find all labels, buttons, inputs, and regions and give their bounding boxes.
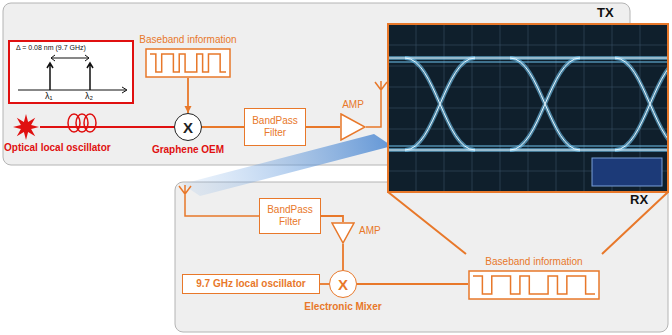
node-label: BandPass Filter xyxy=(264,204,316,228)
panel: TX Δ = 0.08 nm (9.7 GHz) λ₁ λ₂ Baseband info… xyxy=(3,3,630,165)
photo-frame xyxy=(388,24,668,192)
connector xyxy=(40,127,174,128)
rx-panel-ground xyxy=(175,182,668,332)
connector xyxy=(357,284,468,285)
node-label: RX xyxy=(630,193,648,208)
waveform-box: Baseband information xyxy=(138,34,238,78)
scope-info-box xyxy=(592,158,662,186)
node-label: X xyxy=(338,277,348,292)
amplifier-triangle xyxy=(332,223,354,243)
node-label: BandPass Filter xyxy=(249,115,301,139)
connector-line xyxy=(357,283,468,285)
frequency-axis xyxy=(18,87,127,93)
scope-screen xyxy=(388,24,668,192)
panel: RX BandPass FilterAMP 9.7 GHz local oscill… xyxy=(175,182,668,332)
node-label: AMP xyxy=(359,225,381,237)
eye-levels xyxy=(389,62,667,146)
node-art xyxy=(331,222,355,244)
process-box: BandPass Filter xyxy=(259,198,321,234)
node-label: Electronic Mixer xyxy=(304,301,381,313)
connector-line xyxy=(306,126,340,128)
connector-line xyxy=(40,126,174,128)
fiber-loop xyxy=(84,114,96,132)
node-label: Optical local oscillator xyxy=(4,142,111,154)
node-art xyxy=(468,270,600,300)
connector-line xyxy=(320,283,329,285)
connector xyxy=(321,216,343,222)
fiber-coil xyxy=(68,114,96,132)
scope-grid xyxy=(389,25,667,191)
amplifier-triangle xyxy=(341,114,365,140)
zoom-bracket xyxy=(388,192,668,254)
node-art xyxy=(12,113,40,141)
scope-traces xyxy=(389,25,667,191)
connector xyxy=(320,284,329,285)
eye-transitions xyxy=(405,58,667,150)
node-label: Baseband information xyxy=(139,34,236,46)
amplifier-symbol: AMP xyxy=(331,222,355,244)
mixer-circle: XGraphene OEM xyxy=(174,113,202,141)
waveform-box: Baseband information xyxy=(468,256,600,300)
tx-antenna xyxy=(366,81,387,127)
node-label: Δ = 0.08 nm (9.7 GHz) xyxy=(16,44,86,52)
connector xyxy=(343,244,344,270)
connector xyxy=(202,127,244,128)
eye-trace xyxy=(389,58,667,150)
process-box: 9.7 GHz local oscillator xyxy=(182,274,320,294)
node-label: λ₁ xyxy=(45,91,53,101)
eye-diagram-photo xyxy=(388,24,672,192)
node-label: 9.7 GHz local oscillator xyxy=(196,278,305,290)
node-art xyxy=(138,48,238,78)
square-wave xyxy=(150,54,226,72)
laser-burst xyxy=(13,114,39,140)
connector-line xyxy=(342,244,344,270)
node-label: Baseband information xyxy=(485,256,582,268)
node-label: λ₂ xyxy=(85,91,93,101)
waveform-frame xyxy=(469,271,599,299)
rx-antenna xyxy=(179,185,260,216)
connector xyxy=(185,78,192,113)
spectral-line xyxy=(47,63,93,90)
waveform-frame xyxy=(146,49,230,77)
node-label: Graphene OEM xyxy=(152,144,224,156)
square-wave xyxy=(473,276,595,294)
node-label: AMP xyxy=(342,99,364,111)
amplifier-symbol: AMP xyxy=(340,113,366,141)
laser-symbol: Optical local oscillator xyxy=(12,113,40,141)
connector-line xyxy=(321,216,343,222)
node-art xyxy=(340,113,366,141)
mixer-circle: XElectronic Mixer xyxy=(329,270,357,298)
node-label: TX xyxy=(597,6,614,21)
spacing-arrow xyxy=(51,55,89,61)
spectrum-inset: Δ = 0.08 nm (9.7 GHz) λ₁ λ₂ xyxy=(8,40,134,104)
connector xyxy=(306,127,340,128)
arrowhead xyxy=(185,106,192,113)
process-box: BandPass Filter xyxy=(244,108,306,146)
node-label: X xyxy=(183,120,193,135)
connector-line xyxy=(202,126,244,128)
